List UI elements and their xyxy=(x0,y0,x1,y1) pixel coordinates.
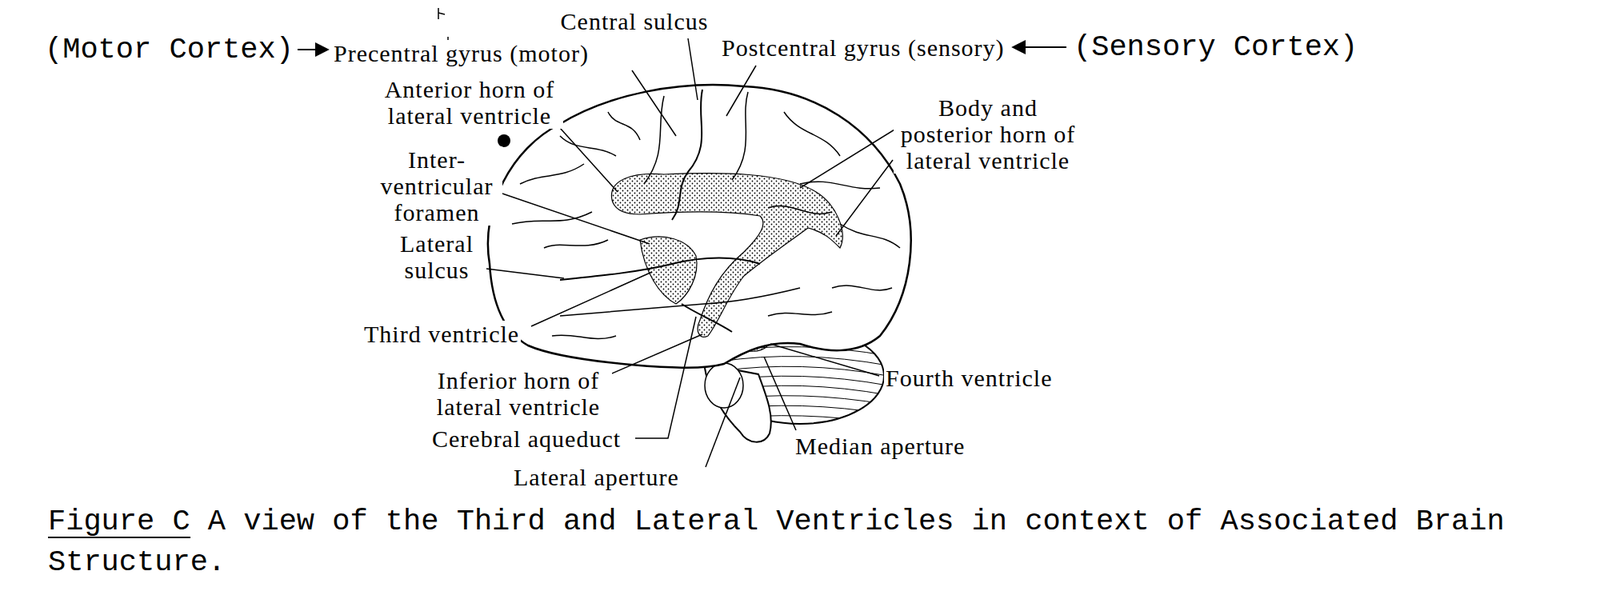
sulcus-line xyxy=(784,112,840,156)
sulcus-line xyxy=(560,136,616,156)
lateral-ventricle xyxy=(611,173,843,338)
leader-line xyxy=(764,356,796,431)
leader-line xyxy=(705,377,740,468)
part-label: Lateral aperture xyxy=(512,464,681,491)
part-label: Fourth ventricle xyxy=(884,364,1054,392)
leader-line xyxy=(531,272,652,327)
figure-caption: Figure C A view of the Third and Lateral… xyxy=(48,501,1568,584)
part-label: Third ventricle xyxy=(362,320,521,348)
leader-line xyxy=(770,344,880,376)
sulcus-line xyxy=(800,181,880,189)
sulcus-line xyxy=(544,240,608,248)
part-label: (Sensory Cortex) xyxy=(1072,31,1360,64)
part-label: Anterior horn of lateral ventricle xyxy=(376,76,564,129)
arrow xyxy=(1012,46,1067,48)
part-label: Median aperture xyxy=(793,432,967,460)
scan-mark xyxy=(438,8,445,20)
leader-line xyxy=(606,334,703,376)
sulcus-line xyxy=(832,285,892,291)
part-label: Cerebral aqueduct xyxy=(430,425,623,452)
part-label: Inferior horn of lateral ventricle xyxy=(424,367,612,420)
sulcus-line xyxy=(644,96,664,184)
leader-line xyxy=(497,192,650,244)
part-label: Inter- ventricular foramen xyxy=(371,146,503,226)
part-label: Central sulcus xyxy=(559,8,711,35)
leader-line xyxy=(688,38,698,100)
leader-line xyxy=(726,65,756,116)
cerebral-aqueduct xyxy=(681,304,732,332)
leader-line xyxy=(486,268,564,279)
sulcus-line xyxy=(512,212,592,224)
gyri xyxy=(512,89,900,340)
part-label: Body and posterior horn of lateral ventr… xyxy=(893,94,1083,174)
leader-line xyxy=(635,316,696,439)
sulcus-line xyxy=(552,335,616,340)
part-label: Precentral gyrus (motor) xyxy=(332,40,591,67)
leader-line xyxy=(836,160,893,236)
sulcus-line xyxy=(840,224,900,248)
arrow xyxy=(297,48,328,51)
part-label: Lateral sulcus xyxy=(391,230,483,284)
brainstem xyxy=(704,364,772,443)
sulcus-line xyxy=(608,112,640,140)
part-label: (Motor Cortex) xyxy=(43,33,296,67)
sulcus-line xyxy=(732,92,748,180)
sulcus-line xyxy=(520,164,584,184)
part-label: Postcentral gyrus (sensory) xyxy=(720,34,1007,61)
leader-line xyxy=(632,70,676,136)
folium-line xyxy=(720,356,888,366)
leader-line xyxy=(560,128,618,192)
sulcus-line xyxy=(768,312,832,316)
third-ventricle xyxy=(640,236,697,304)
